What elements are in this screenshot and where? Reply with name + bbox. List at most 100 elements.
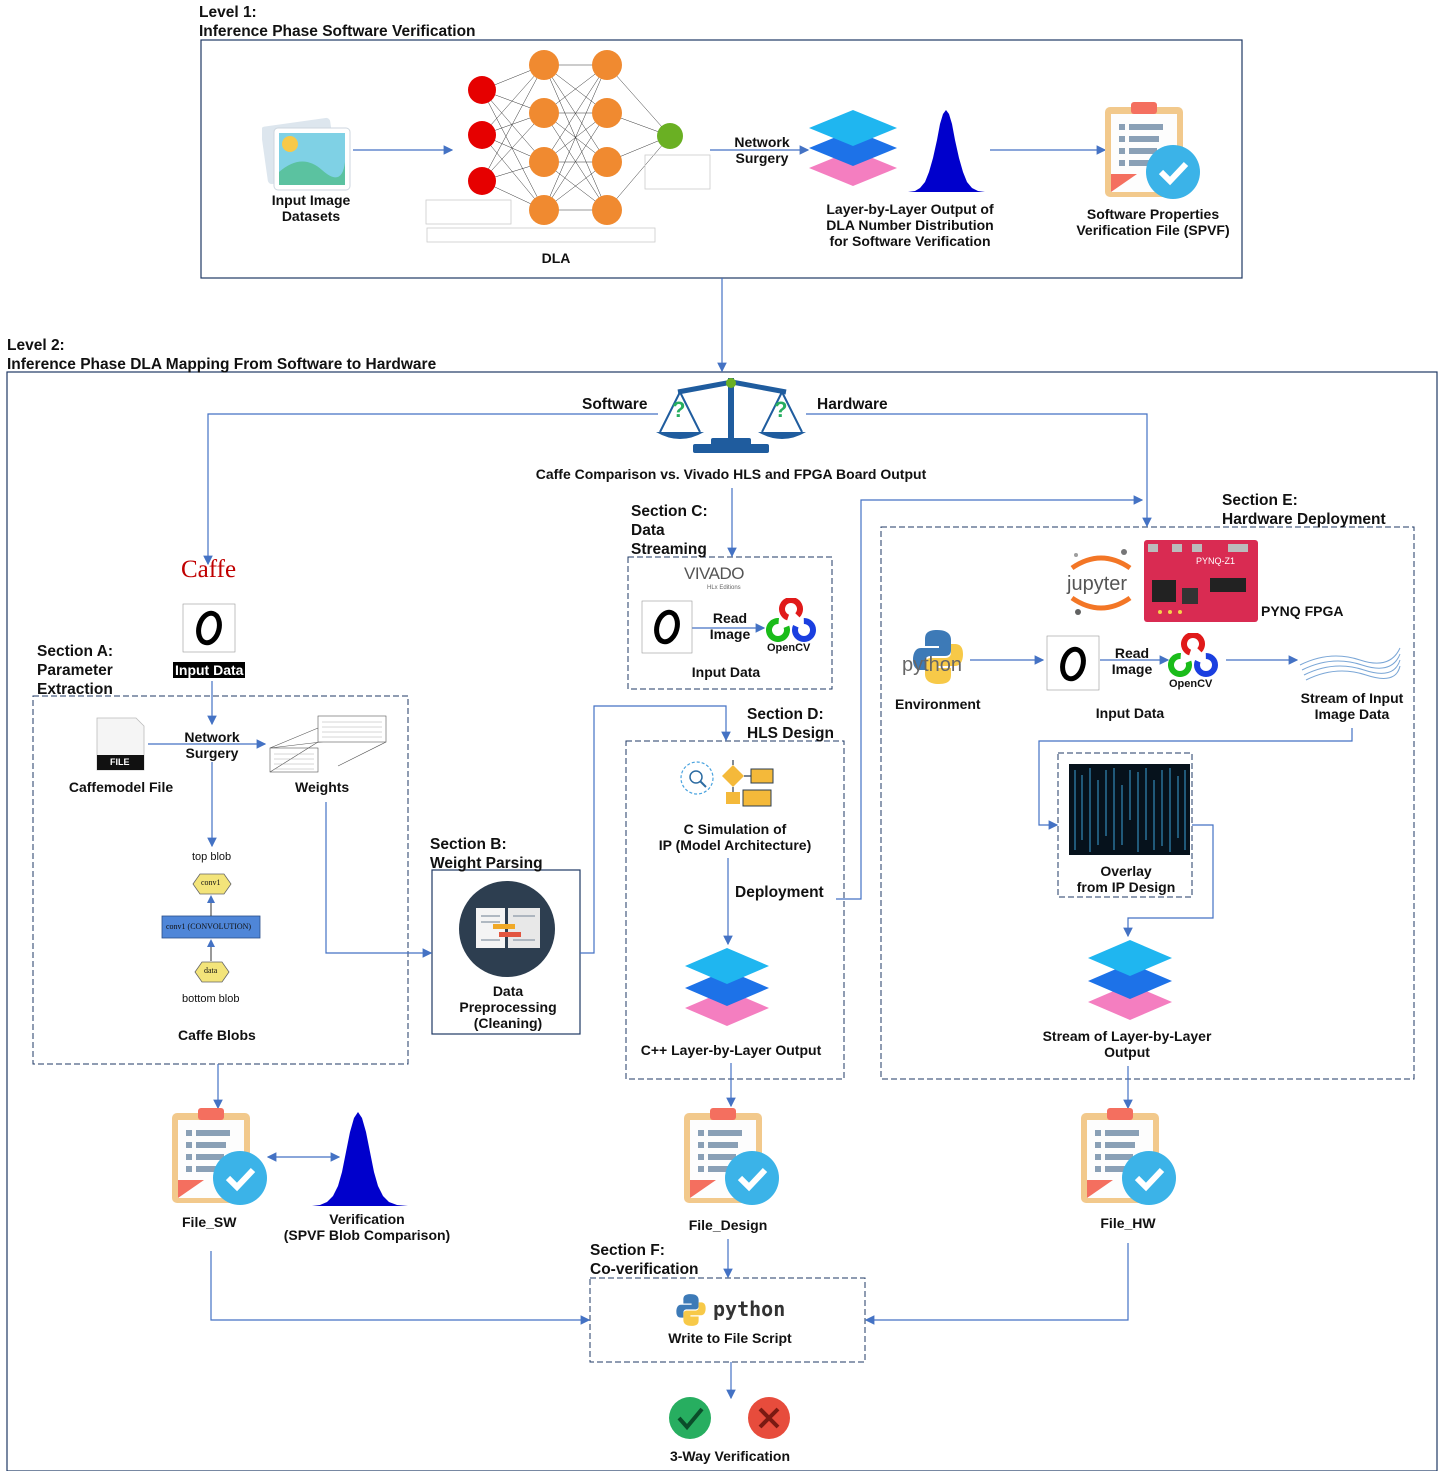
file-hw-label: File_HW bbox=[1100, 1215, 1156, 1231]
dla-connections bbox=[481, 64, 671, 211]
level1-title-line1: Level 1: bbox=[199, 4, 257, 21]
section-e-title: Section E:Hardware Deployment bbox=[1222, 492, 1386, 528]
input-data-label: Input Data bbox=[691, 664, 761, 680]
overlay-data-streaks bbox=[1074, 768, 1186, 852]
three-way-verification-label: 3-Way Verification bbox=[669, 1448, 791, 1464]
caffe-blobs-label: Caffe Blobs bbox=[178, 1027, 256, 1043]
data-blob-hexagon bbox=[194, 961, 230, 983]
top-blob-label: top blob bbox=[192, 851, 232, 863]
opencv-logo bbox=[1168, 633, 1218, 677]
layer-stack-icon bbox=[809, 110, 897, 186]
vivado-logo: VIVADO bbox=[684, 564, 744, 583]
level2-title-line1: Level 2: bbox=[7, 337, 65, 354]
opencv-logo bbox=[766, 598, 816, 642]
file-hw-clipboard-icon bbox=[1081, 1108, 1176, 1205]
output-neuron bbox=[657, 123, 683, 149]
file-sw-label: File_SW bbox=[182, 1214, 237, 1230]
layer-stack-icon bbox=[1088, 940, 1172, 1020]
section-f-title: Section F:Co-verification bbox=[590, 1242, 699, 1278]
conv1-blob-label: conv1 bbox=[201, 878, 221, 887]
input-neuron bbox=[468, 121, 496, 149]
layer-stack-icon bbox=[685, 948, 769, 1026]
verification-fail-icon bbox=[748, 1397, 790, 1439]
opencv-label: OpenCV bbox=[1169, 678, 1213, 690]
section-a-box bbox=[32, 695, 409, 1065]
hidden-neuron bbox=[529, 147, 559, 177]
verification-ok-icon bbox=[669, 1397, 711, 1439]
hidden-neuron bbox=[529, 98, 559, 128]
mnist-digit-image bbox=[1046, 635, 1100, 691]
file-icon-text: FILE bbox=[110, 757, 130, 767]
pynq-fpga-label: PYNQ FPGA bbox=[1261, 603, 1344, 619]
jupyter-logo bbox=[1070, 549, 1132, 615]
data-stream-icon bbox=[1299, 647, 1401, 681]
caffe-logo: Caffe bbox=[181, 556, 237, 583]
mnist-digit-image bbox=[641, 600, 693, 654]
mnist-digit-image bbox=[182, 603, 236, 653]
python-logo-text: python bbox=[902, 654, 963, 676]
weights-label: Weights bbox=[295, 779, 350, 795]
pynq-board-icon bbox=[1144, 540, 1258, 622]
input-neuron bbox=[468, 167, 496, 195]
hidden-neuron bbox=[529, 195, 559, 225]
hardware-label: Hardware bbox=[817, 396, 888, 413]
section-d-title: Section D:HLS Design bbox=[747, 706, 834, 742]
conv1-blob-hexagon bbox=[192, 873, 232, 895]
hidden-neuron bbox=[592, 50, 622, 80]
file-design-label: File_Design bbox=[688, 1217, 768, 1233]
overlay-box bbox=[1057, 752, 1193, 898]
question-mark-icon: ? bbox=[774, 397, 788, 422]
section-b-title: Section B:Weight Parsing bbox=[430, 836, 543, 872]
question-mark-icon: ? bbox=[672, 397, 686, 422]
comparison-label: Caffe Comparison vs. Vivado HLS and FPGA… bbox=[535, 466, 927, 482]
image-datasets-icon bbox=[262, 117, 351, 191]
level1-title-line2: Inference Phase Software Verification bbox=[199, 23, 476, 40]
opencv-label: OpenCV bbox=[767, 642, 811, 654]
input-data-label: Input Data bbox=[173, 662, 246, 678]
hidden-neuron bbox=[592, 98, 622, 128]
balance-scale-icon bbox=[656, 378, 806, 453]
bottom-blob-label: bottom blob bbox=[182, 993, 240, 1005]
software-label: Software bbox=[582, 396, 648, 413]
hidden-neuron bbox=[529, 50, 559, 80]
deployment-label: Deployment bbox=[735, 884, 824, 901]
section-d-box bbox=[625, 740, 845, 1080]
input-neuron bbox=[468, 76, 496, 104]
caffemodel-file-label: Caffemodel File bbox=[68, 779, 174, 795]
dla-label: DLA bbox=[541, 250, 571, 266]
python-logo-icon bbox=[676, 1294, 706, 1326]
dla-neurons bbox=[468, 50, 683, 225]
jupyter-logo-text: jupyter bbox=[1067, 573, 1128, 595]
vivado-edition-label: HLx Editions bbox=[707, 585, 741, 591]
python-logo-text: python bbox=[713, 1297, 786, 1321]
spvf-clipboard-icon bbox=[1105, 102, 1200, 199]
hidden-neuron bbox=[592, 147, 622, 177]
conv1-layer-label: conv1 (CONVOLUTION) bbox=[166, 922, 252, 931]
hidden-neuron bbox=[592, 195, 622, 225]
data-preprocessing-icon bbox=[459, 881, 555, 977]
write-script-label: Write to File Script bbox=[668, 1330, 792, 1346]
verification-label: Verification(SPVF Blob Comparison) bbox=[283, 1211, 451, 1243]
c-simulation-icon bbox=[680, 760, 774, 807]
pynq-board-text: PYNQ-Z1 bbox=[1196, 556, 1236, 566]
file-design-clipboard-icon bbox=[684, 1108, 779, 1205]
caffemodel-file-icon bbox=[96, 717, 145, 771]
data-blob-label: data bbox=[204, 966, 218, 975]
input-data-label: Input Data bbox=[1095, 705, 1165, 721]
histogram-icon bbox=[908, 110, 985, 192]
level2-title-line2: Inference Phase DLA Mapping From Softwar… bbox=[7, 356, 437, 373]
